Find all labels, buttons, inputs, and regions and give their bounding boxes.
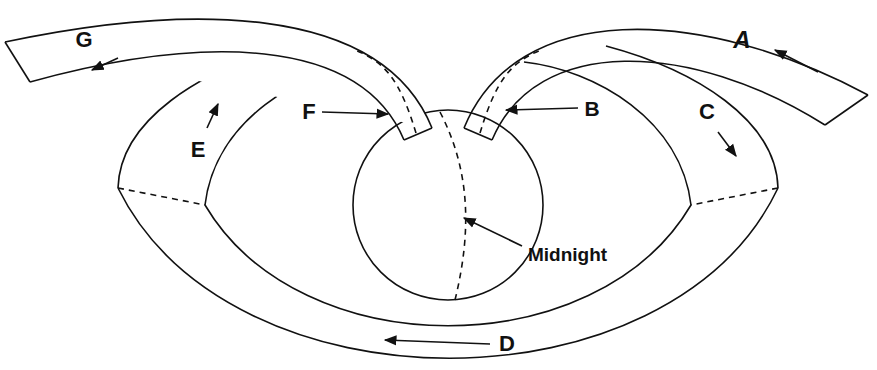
pointer-arrow bbox=[322, 112, 388, 114]
region-letter: D bbox=[499, 333, 515, 355]
flow-arrow bbox=[775, 50, 818, 72]
tube-right-top bbox=[464, 29, 868, 128]
tube-right-dash bbox=[480, 50, 541, 133]
tube-right-bottom bbox=[492, 61, 825, 140]
flow-arrow bbox=[207, 104, 218, 128]
band-right-inner bbox=[524, 62, 691, 205]
leader-arrow bbox=[464, 218, 522, 246]
region-letter: E bbox=[191, 139, 206, 161]
meridian-label: Midnight bbox=[528, 245, 607, 264]
pointer-arrow bbox=[506, 108, 578, 110]
band-divider bbox=[118, 188, 205, 205]
tube-right-end bbox=[825, 95, 868, 125]
band-right-outer bbox=[606, 46, 778, 188]
region-letter: F bbox=[302, 101, 315, 123]
region-letter: A bbox=[733, 28, 750, 52]
earth-circle bbox=[353, 110, 543, 300]
region-letter: B bbox=[584, 98, 599, 119]
region-letter: C bbox=[699, 101, 715, 123]
band-inner bbox=[205, 205, 691, 326]
band-outer bbox=[118, 188, 778, 358]
tube-left-bottom bbox=[30, 52, 404, 140]
band-divider bbox=[691, 188, 778, 205]
tube-left-cap bbox=[404, 128, 432, 140]
flow-arrow bbox=[718, 132, 736, 156]
flow-arrow bbox=[385, 340, 490, 344]
tube-left-end bbox=[5, 42, 30, 82]
region-letter: G bbox=[75, 29, 92, 51]
flow-arrow bbox=[92, 58, 118, 70]
tube-right-cap bbox=[464, 128, 492, 140]
tube-left-top bbox=[5, 19, 432, 128]
midnight-meridian bbox=[440, 112, 466, 300]
tube-left-dash bbox=[355, 50, 416, 133]
